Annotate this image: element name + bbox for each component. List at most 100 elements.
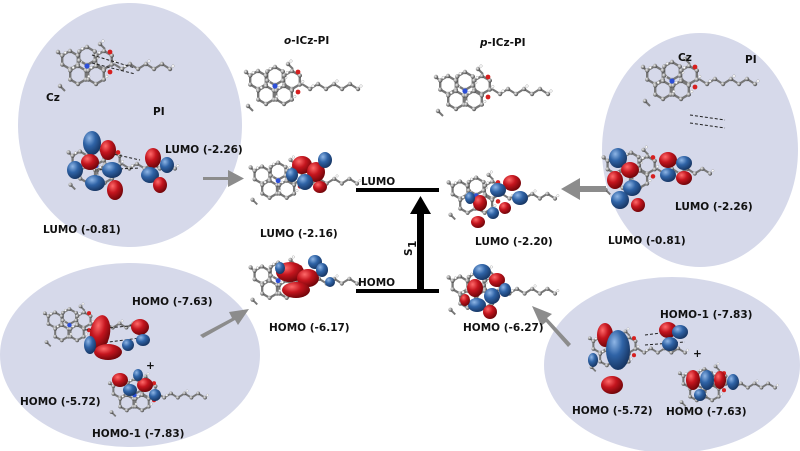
gray-arrow-right-top <box>561 178 606 200</box>
panel-left-top <box>18 3 242 247</box>
lumo-cz-label-left: LUMO (-0.81) <box>43 224 121 236</box>
orbital-lobe <box>484 288 500 304</box>
orbital-lobe <box>672 325 688 339</box>
homo1-label-right: HOMO-1 (-7.83) <box>660 309 752 321</box>
orbital-lobe <box>471 216 485 228</box>
orbital-lobe <box>100 140 116 160</box>
p-isomer-title: p-ICz-PI <box>479 37 526 49</box>
cz-label-right: Cz <box>678 52 692 64</box>
o-isomer-title: o-ICz-PI <box>284 35 329 47</box>
panel-right-top <box>602 33 798 267</box>
orbital-lobe <box>145 148 161 168</box>
orbital-lobe <box>512 191 528 205</box>
lumo-pi-label-left: LUMO (-2.26) <box>165 144 243 156</box>
orbital-lobe <box>686 370 700 390</box>
orbital-lobe <box>694 389 706 401</box>
panel-left-bottom <box>0 263 260 447</box>
orbital-lobe <box>499 283 511 297</box>
panel-ellipse <box>602 33 798 267</box>
panel-ellipse <box>544 277 800 451</box>
orbital-lobe <box>307 162 325 182</box>
cz-label-left: Cz <box>46 92 60 104</box>
orbital-lobe <box>676 156 692 170</box>
orbital-lobe <box>282 282 310 298</box>
lumo-cz-label-right: LUMO (-0.81) <box>608 235 686 247</box>
molecule <box>248 155 362 206</box>
lumo-pi-label-right: LUMO (-2.26) <box>675 201 753 213</box>
lumo-o-label: LUMO (-2.16) <box>260 228 338 240</box>
s1-transition-arrow <box>410 196 431 291</box>
homo-cz-label-left: HOMO (-5.72) <box>20 396 101 408</box>
orbital-lobe <box>153 177 167 193</box>
orbital-lobe <box>676 171 692 185</box>
orbital-lobe <box>490 183 506 197</box>
svg-text:S: S <box>403 248 415 256</box>
orbital-lobe <box>67 161 83 179</box>
orbital-lobe <box>84 336 96 354</box>
molecule <box>433 64 553 117</box>
orbital-lobe <box>123 384 137 396</box>
orbital-lobe <box>468 298 486 312</box>
svg-text:1: 1 <box>407 241 419 248</box>
orbital-lobe <box>700 370 714 390</box>
homo-p-label: HOMO (-6.27) <box>463 322 544 334</box>
orbital-lobe <box>122 339 134 351</box>
orbital-lobe <box>621 162 639 178</box>
orbital-lobe <box>609 148 627 168</box>
gray-arrow-right-bottom <box>532 306 571 347</box>
orbital-lobe <box>112 373 128 387</box>
homo-cz-label-right: HOMO (-5.72) <box>572 405 653 417</box>
orbital-lobe <box>275 262 285 274</box>
pi-label-right: PI <box>745 54 757 66</box>
orbital-lobe <box>316 263 328 277</box>
orbital-lobe <box>85 175 105 191</box>
orbital-lobe <box>107 180 123 200</box>
orbital-lobe <box>81 154 99 170</box>
orbital-lobe <box>487 207 499 219</box>
orbital-lobe <box>503 175 521 191</box>
panel-right-bottom <box>544 277 800 451</box>
molecule <box>243 59 363 112</box>
orbital-lobe <box>292 156 312 174</box>
orbital-lobe <box>467 279 483 297</box>
orbital-lobe <box>102 162 122 178</box>
orbital-lobe <box>83 131 101 155</box>
orbital-lobe <box>286 168 298 182</box>
orbital-lobe <box>473 195 487 211</box>
orbital-lobe <box>601 376 623 394</box>
orbital-lobe <box>606 330 630 370</box>
orbital-lobe <box>465 192 475 204</box>
panel-ellipse <box>18 3 242 247</box>
pi-label-left: PI <box>153 106 165 118</box>
orbital-lobe <box>141 167 159 183</box>
gray-arrow-left-bottom <box>200 309 249 338</box>
plus-left: + <box>146 360 155 372</box>
orbital-lobe <box>483 305 497 319</box>
orbital-lobe <box>325 277 335 287</box>
lumo-p-label: LUMO (-2.20) <box>475 236 553 248</box>
orbital-lobe <box>588 353 598 367</box>
orbital-lobe <box>714 371 726 389</box>
orbital-lobes <box>67 131 739 401</box>
orbital-lobe <box>94 344 122 360</box>
plus-right: + <box>693 348 702 360</box>
orbital-lobe <box>727 374 739 390</box>
orbital-lobe <box>607 171 623 189</box>
homo-pi-label-left: HOMO (-7.63) <box>132 296 213 308</box>
molecule <box>107 372 209 417</box>
homo-o-label: HOMO (-6.17) <box>269 322 350 334</box>
homo-pi-label-right: HOMO (-7.63) <box>666 406 747 418</box>
s1-label: S 1 <box>403 241 419 256</box>
orbital-lobe <box>136 334 150 346</box>
panel-ellipse <box>0 263 260 447</box>
orbital-lobe <box>160 157 174 173</box>
orbital-lobe <box>623 180 641 196</box>
orbital-lobe <box>313 181 327 193</box>
gray-arrow-left-top <box>203 170 244 187</box>
orbital-lobe <box>297 174 313 190</box>
orbital-lobe <box>131 319 149 335</box>
orbital-lobe <box>489 273 505 287</box>
orbital-lobe <box>473 264 491 280</box>
orbital-lobe <box>149 389 161 401</box>
orbital-lobe <box>631 198 645 212</box>
